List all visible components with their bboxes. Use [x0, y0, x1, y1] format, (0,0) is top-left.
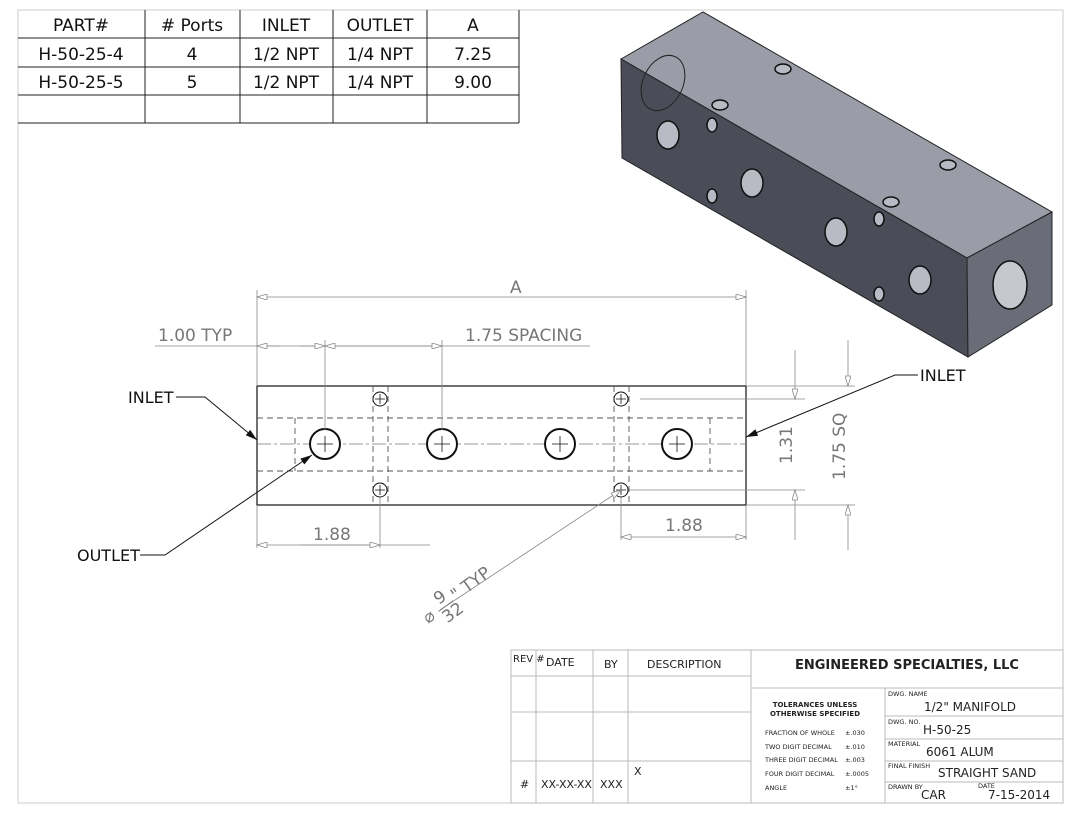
date: 7-15-2014 — [988, 788, 1050, 802]
by-value: XXX — [600, 778, 623, 791]
description-value: X — [634, 765, 642, 778]
date-header: DATE — [546, 656, 575, 669]
isometric-view — [619, 11, 1054, 358]
tolerance-value: ±1° — [845, 784, 858, 792]
material-label: MATERIAL — [888, 740, 921, 748]
dwg-name-label: DWG. NAME — [888, 690, 928, 698]
table-cell: 9.00 — [454, 73, 492, 93]
tolerance-value: ±.010 — [845, 743, 865, 751]
tolerance-label: THREE DIGIT DECIMAL — [764, 756, 838, 764]
tolerance-value: ±.030 — [845, 729, 865, 737]
table-cell: 1/2 NPT — [253, 45, 320, 65]
table-header: INLET — [262, 16, 311, 36]
table-cell: H-50-25-5 — [38, 73, 123, 93]
tolerances-title: OTHERWISE SPECIFIED — [770, 710, 860, 718]
leader-lines — [140, 374, 918, 556]
tolerance-label: TWO DIGIT DECIMAL — [764, 743, 832, 751]
table-cell: 1/4 NPT — [347, 45, 414, 65]
table-cell: 5 — [187, 73, 198, 93]
table-cell: 1/4 NPT — [347, 73, 414, 93]
table-header: PART# — [53, 16, 109, 36]
dim-sq: 1.75 SQ — [830, 413, 850, 480]
dim-a: A — [510, 278, 522, 298]
diameter-symbol: ⌀ — [419, 606, 439, 628]
dwg-no: H-50-25 — [923, 723, 971, 737]
finish: STRAIGHT SAND — [938, 766, 1036, 780]
rev-header: REV # — [513, 654, 545, 665]
hole-callout: ⌀ 9 32 " TYP — [419, 563, 495, 628]
tolerance-value: ±.003 — [845, 756, 865, 764]
date-value: XX-XX-XX — [541, 778, 592, 791]
company-name: ENGINEERED SPECIALTIES, LLC — [795, 658, 1019, 673]
date-label: DATE — [978, 782, 995, 790]
description-header: DESCRIPTION — [647, 658, 721, 671]
tolerance-value: ±.0005 — [845, 770, 869, 778]
table-header: A — [467, 16, 479, 36]
table-cell: 4 — [187, 45, 198, 65]
table-header: # Ports — [161, 16, 223, 36]
dim-height: 1.31 — [777, 426, 797, 464]
tolerance-label: FOUR DIGIT DECIMAL — [765, 770, 835, 778]
drawn-by: CAR — [921, 788, 946, 802]
dimension-lines — [155, 290, 855, 611]
title-block — [750, 649, 1064, 804]
drawn-by-label: DRAWN BY — [888, 783, 923, 791]
material: 6061 ALUM — [926, 745, 994, 759]
dim-left: 1.88 — [313, 525, 351, 545]
table-header: OUTLET — [347, 16, 414, 36]
hole-suffix: " TYP — [447, 563, 495, 605]
dim-typ: 1.00 TYP — [158, 326, 232, 346]
label-inlet-left: INLET — [128, 388, 174, 407]
table-cell: H-50-25-4 — [38, 45, 123, 65]
dwg-name: 1/2" MANIFOLD — [924, 700, 1016, 714]
finish-label: FINAL FINISH — [888, 762, 930, 770]
tolerance-label: FRACTION OF WHOLE — [765, 729, 835, 737]
dim-right: 1.88 — [665, 516, 703, 536]
front-view — [256, 385, 747, 506]
by-header: BY — [604, 658, 618, 671]
parts-table — [18, 10, 520, 124]
dim-spacing: 1.75 SPACING — [465, 326, 582, 346]
table-cell: 7.25 — [454, 45, 492, 65]
rev-value: # — [520, 778, 529, 791]
label-outlet: OUTLET — [77, 546, 140, 565]
label-inlet-right: INLET — [920, 366, 966, 385]
tolerance-label: ANGLE — [765, 784, 787, 792]
table-cell: 1/2 NPT — [253, 73, 320, 93]
dwg-no-label: DWG. NO. — [888, 718, 920, 726]
tolerances-title: TOLERANCES UNLESS — [773, 701, 858, 709]
